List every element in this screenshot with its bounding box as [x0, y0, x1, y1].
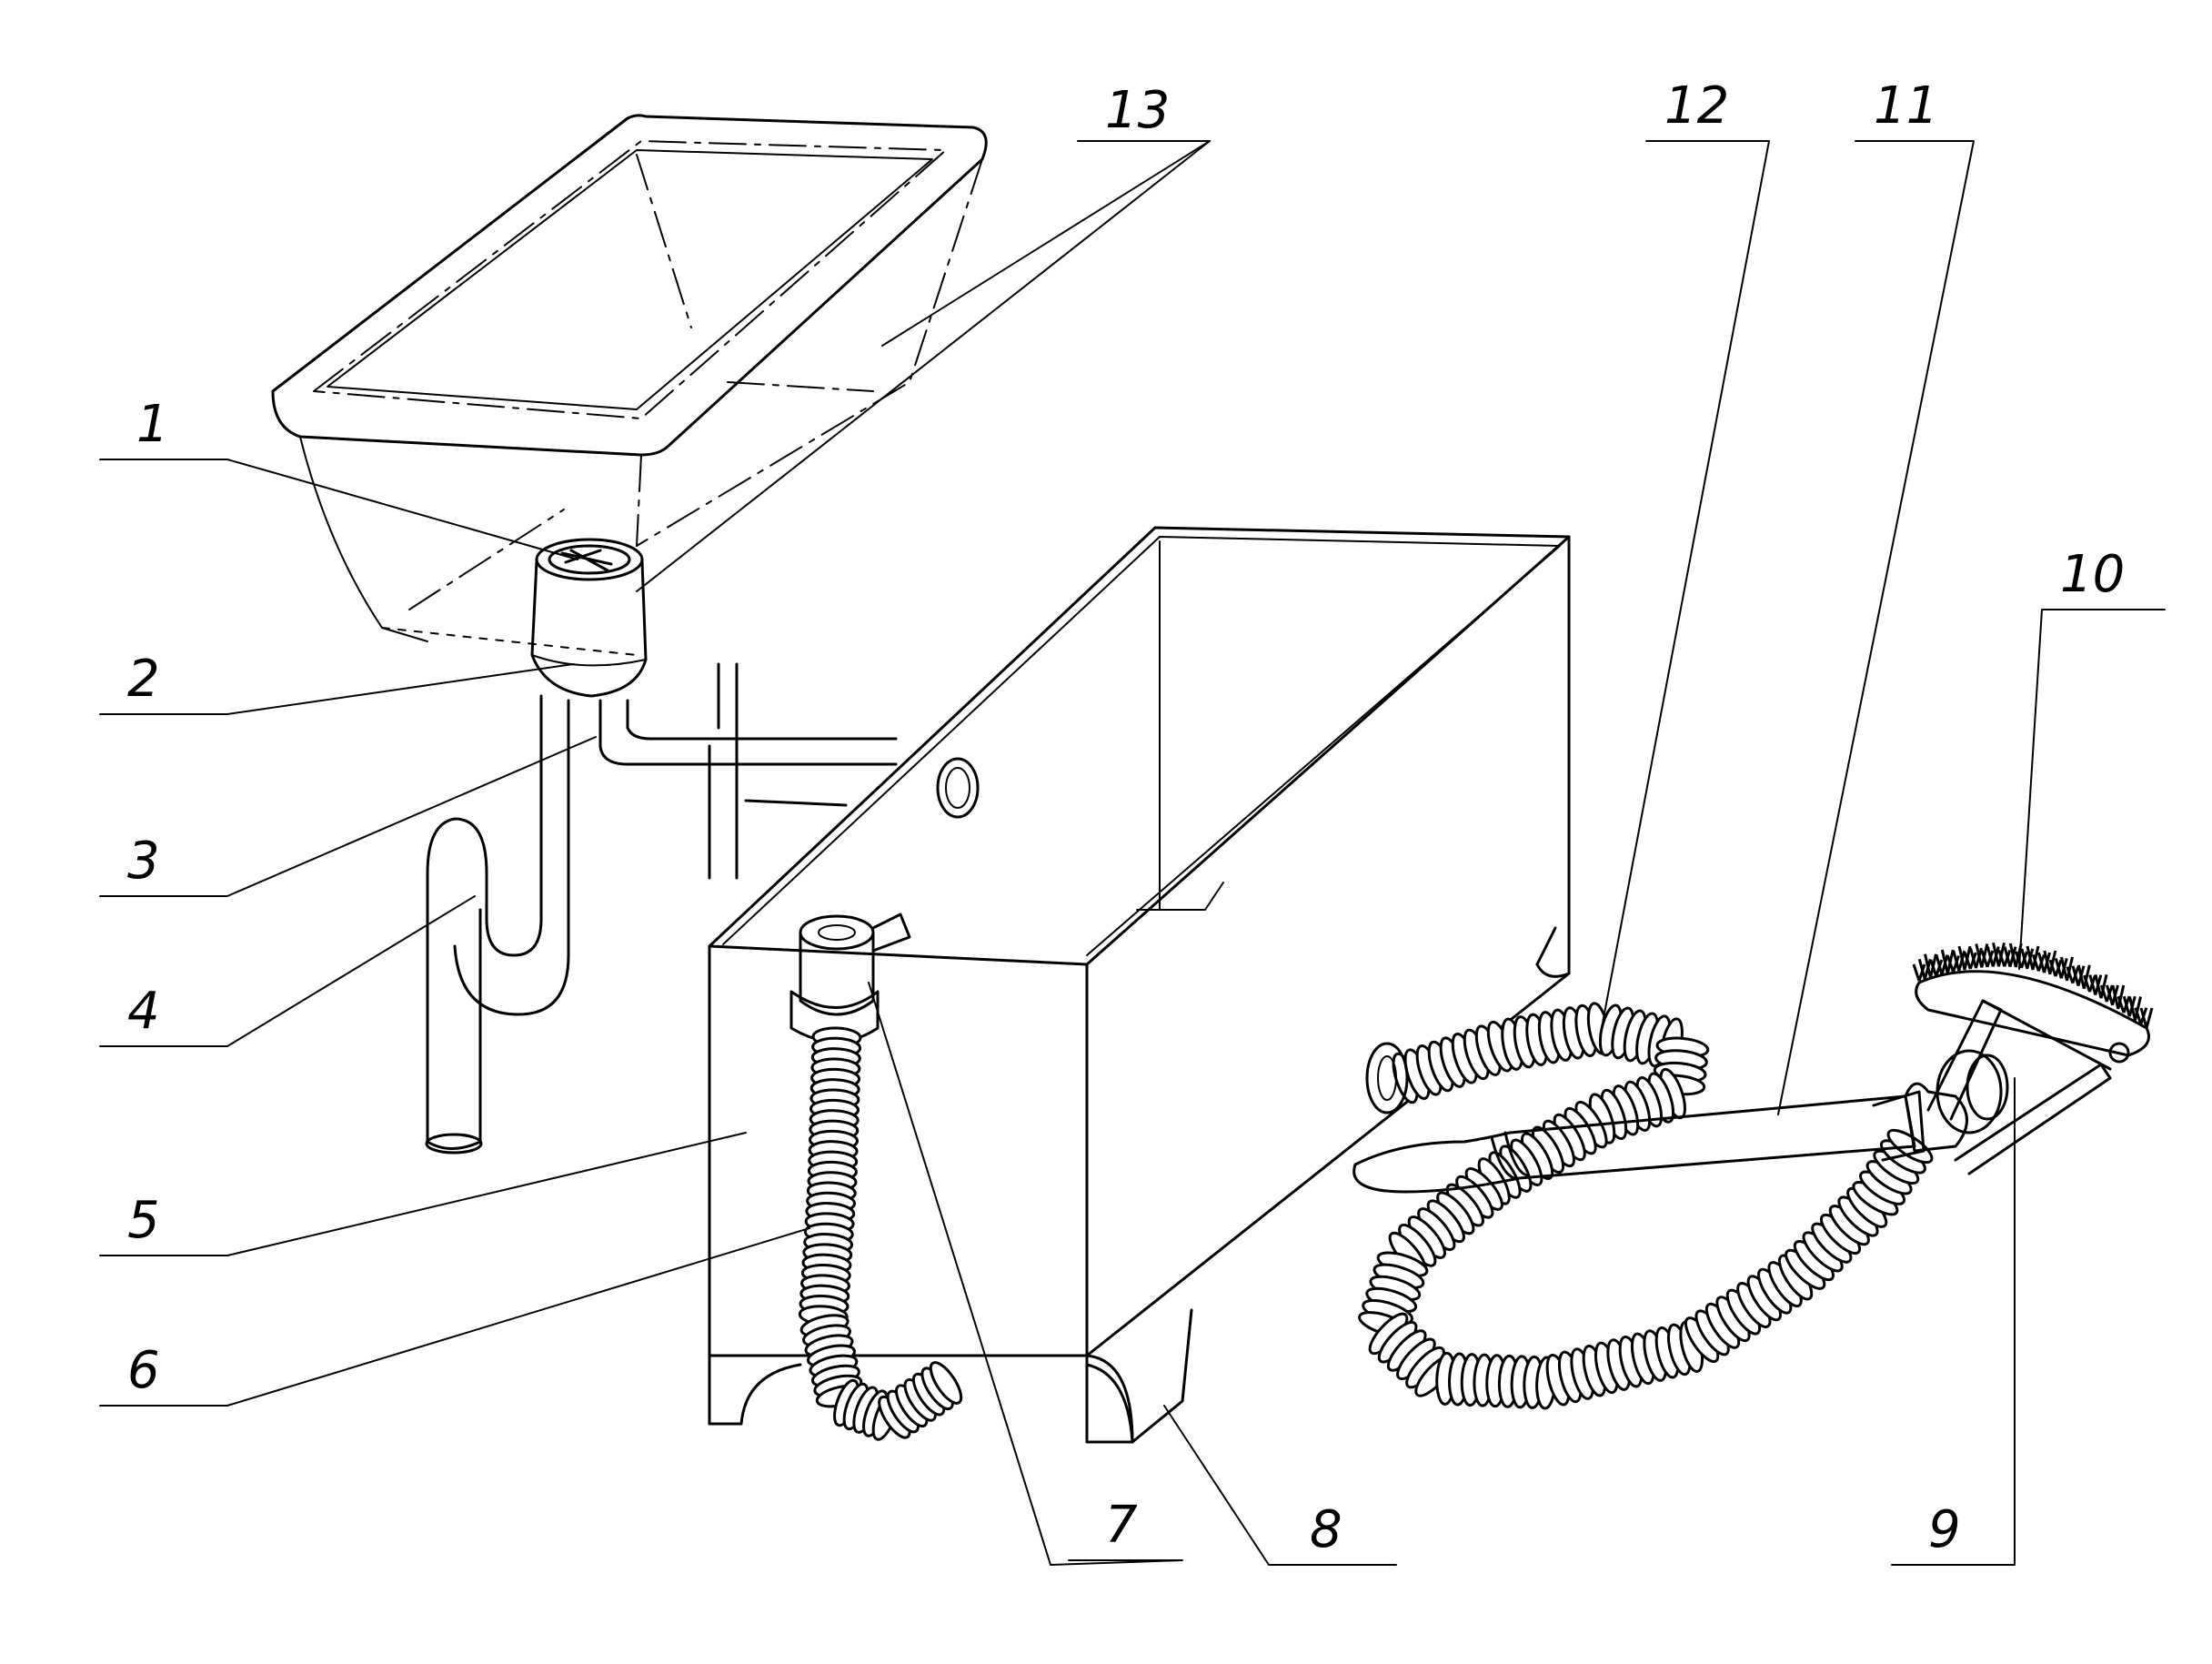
label-4: 4	[127, 982, 160, 1041]
label-8: 8	[1310, 1500, 1342, 1559]
bristle	[1912, 963, 1921, 982]
bristle	[1997, 949, 2006, 967]
bristle	[1946, 955, 1955, 973]
bristle	[2128, 996, 2137, 1021]
leader-lines	[99, 140, 2166, 1566]
bristle	[2031, 953, 2040, 972]
bristle	[2008, 943, 2017, 968]
bristle	[2088, 974, 2097, 995]
label-13: 13	[1105, 81, 1170, 140]
bristle	[2099, 973, 2108, 999]
bristle	[2020, 948, 2029, 970]
bristle	[1986, 946, 1995, 967]
bristle	[1992, 942, 2000, 967]
bristle	[2054, 958, 2063, 979]
bristle	[2066, 956, 2074, 982]
bristle	[2071, 965, 2080, 987]
bristle	[1963, 952, 1972, 970]
tank	[708, 526, 1571, 1444]
bristle	[1929, 959, 1938, 977]
bristle	[2037, 952, 2046, 973]
bristle	[2026, 945, 2035, 971]
bristle	[2043, 950, 2052, 975]
number-labels: 1 2 3 4 5 6 7 8 9 10 11 12 13	[127, 76, 2125, 1559]
bristle	[1975, 943, 1984, 968]
bristle	[2066, 966, 2075, 984]
bristle	[1917, 958, 1926, 980]
label-10: 10	[2060, 545, 2125, 604]
tank-hose	[789, 913, 911, 1044]
pipes	[425, 662, 898, 1155]
bristle	[2048, 950, 2057, 975]
bristle	[1980, 950, 1989, 968]
bristle	[2060, 956, 2068, 982]
label-1: 1	[136, 395, 169, 454]
label-2: 2	[127, 650, 160, 709]
bristle	[2111, 984, 2120, 1010]
bristle	[1952, 950, 1961, 972]
bristle	[1935, 954, 1944, 975]
sink-basin	[271, 114, 988, 656]
bristle	[2099, 984, 2108, 1003]
label-5: 5	[127, 1191, 160, 1250]
label-12: 12	[1664, 76, 1729, 136]
bristle	[2122, 995, 2131, 1017]
bristle	[2003, 946, 2012, 968]
bristle	[2139, 1007, 2148, 1029]
drain-assembly	[530, 538, 648, 698]
bristle	[2094, 973, 2103, 999]
bristle	[2116, 984, 2126, 1010]
bristle	[2106, 984, 2114, 1006]
bristle	[2134, 996, 2142, 1021]
brush-head	[1915, 970, 2150, 1175]
bristle	[2015, 951, 2023, 969]
bristle	[1924, 953, 1932, 979]
label-9: 9	[1928, 1500, 1961, 1559]
hose-end-cap	[1365, 1042, 1409, 1114]
bristle	[2134, 1007, 2143, 1025]
bristle	[2082, 964, 2091, 990]
bristle	[2116, 995, 2126, 1014]
brush-bristles	[1912, 942, 2154, 1029]
brush-hose-coils	[1358, 1002, 1934, 1410]
bristle	[2083, 974, 2091, 993]
bristle	[2048, 959, 2057, 977]
bristle	[1957, 945, 1966, 971]
label-6: 6	[127, 1341, 160, 1400]
label-7: 7	[1105, 1496, 1138, 1555]
bristle	[1969, 947, 1977, 969]
tank-hose-coils	[798, 1026, 963, 1441]
bristle	[2076, 964, 2086, 990]
bristle	[2145, 1007, 2154, 1029]
hose-coil	[929, 1361, 963, 1405]
label-3: 3	[127, 832, 160, 891]
label-11: 11	[1874, 76, 1938, 136]
bristle	[1940, 949, 1949, 974]
